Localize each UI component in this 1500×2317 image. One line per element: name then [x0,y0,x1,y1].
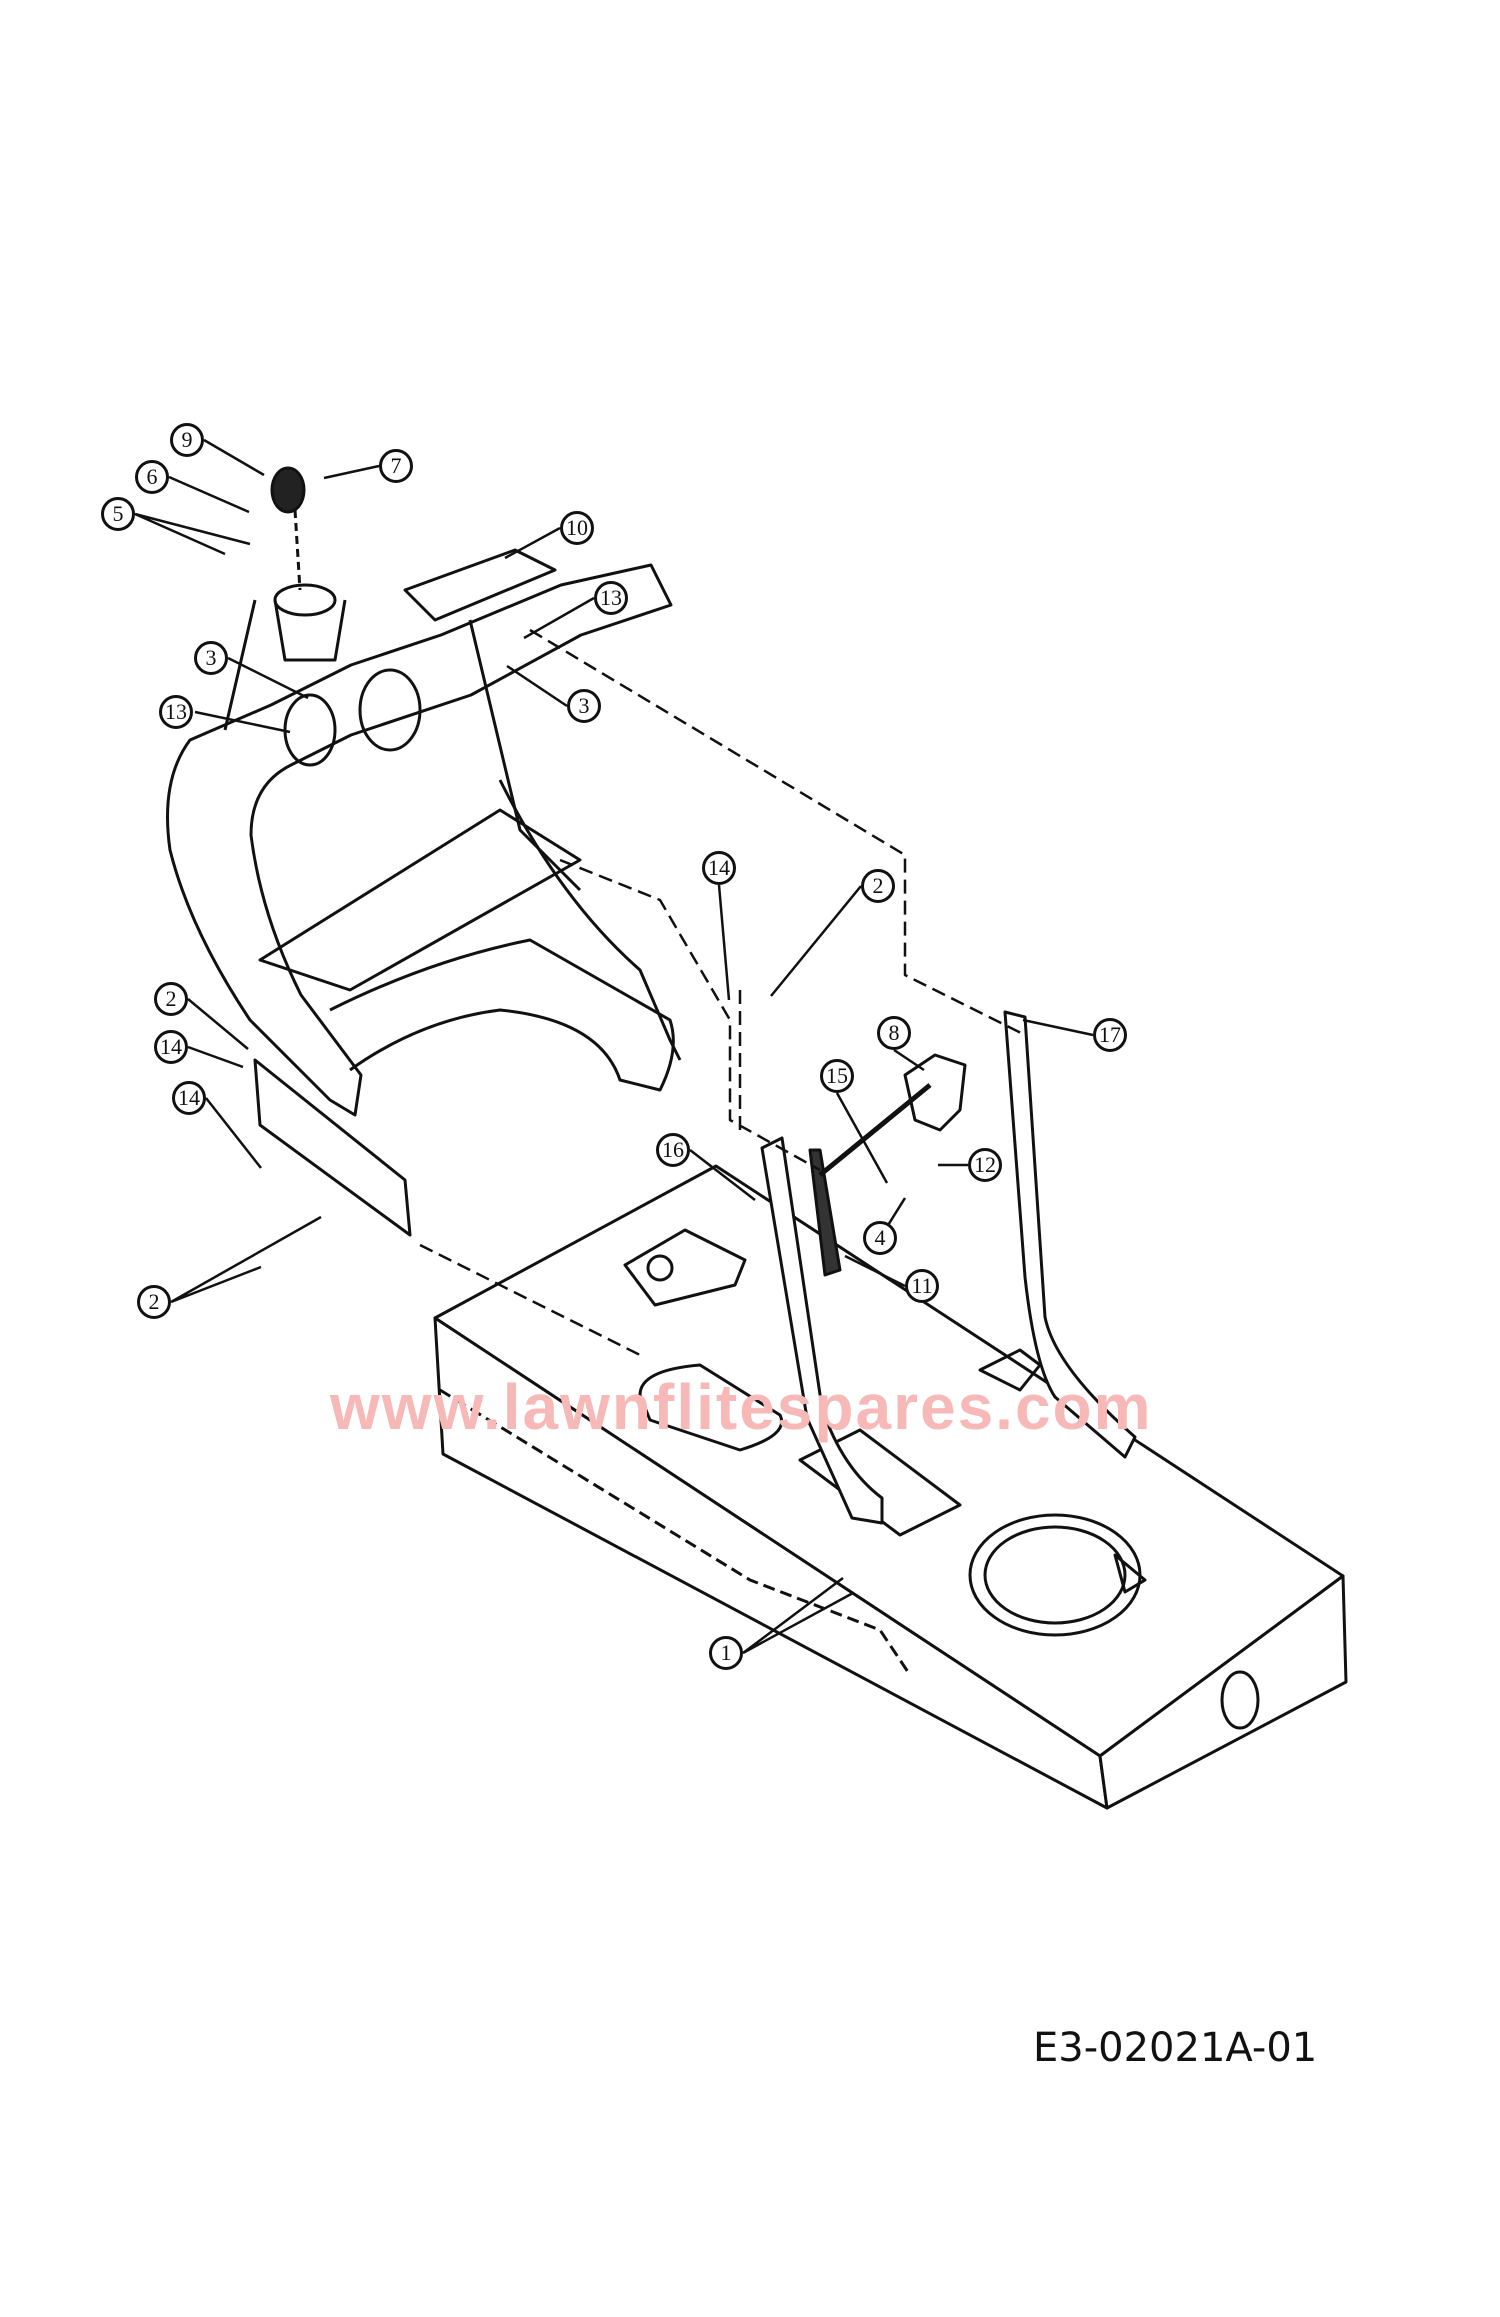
callout-part-14: 14 [702,851,736,885]
callout-part-13: 13 [594,581,628,615]
callout-part-17: 17 [1093,1018,1127,1052]
callout-part-16: 16 [656,1133,690,1167]
bracket-17 [1003,1010,1137,1459]
drawing-code: E3-02021A-01 [1033,2025,1318,2071]
watermark: www.lawnflitespares.com [330,1371,1153,1443]
callout-part-13: 13 [159,695,193,729]
callout-part-7: 7 [379,449,413,483]
callout-part-12: 12 [968,1148,1002,1182]
callout-part-10: 10 [560,511,594,545]
callout-part-14: 14 [154,1030,188,1064]
callout-part-3: 3 [194,641,228,675]
steering-cap [270,466,306,514]
bracket-16 [760,1136,884,1525]
side-panel-left [253,1058,412,1237]
callout-part-9: 9 [170,423,204,457]
switch-11 [808,1148,842,1277]
callout-part-2: 2 [154,982,188,1016]
callout-part-11: 11 [905,1269,939,1303]
chassis-frame [433,1164,1348,1810]
dash-console [166,548,682,1117]
callout-part-14: 14 [172,1081,206,1115]
callout-part-3: 3 [567,689,601,723]
callout-part-2: 2 [861,869,895,903]
callout-part-15: 15 [820,1059,854,1093]
callout-part-4: 4 [863,1221,897,1255]
module-8 [903,1053,967,1132]
callout-part-1: 1 [709,1636,743,1670]
callout-part-2: 2 [137,1285,171,1319]
callout-part-6: 6 [135,460,169,494]
callout-part-5: 5 [101,497,135,531]
callout-part-8: 8 [877,1016,911,1050]
